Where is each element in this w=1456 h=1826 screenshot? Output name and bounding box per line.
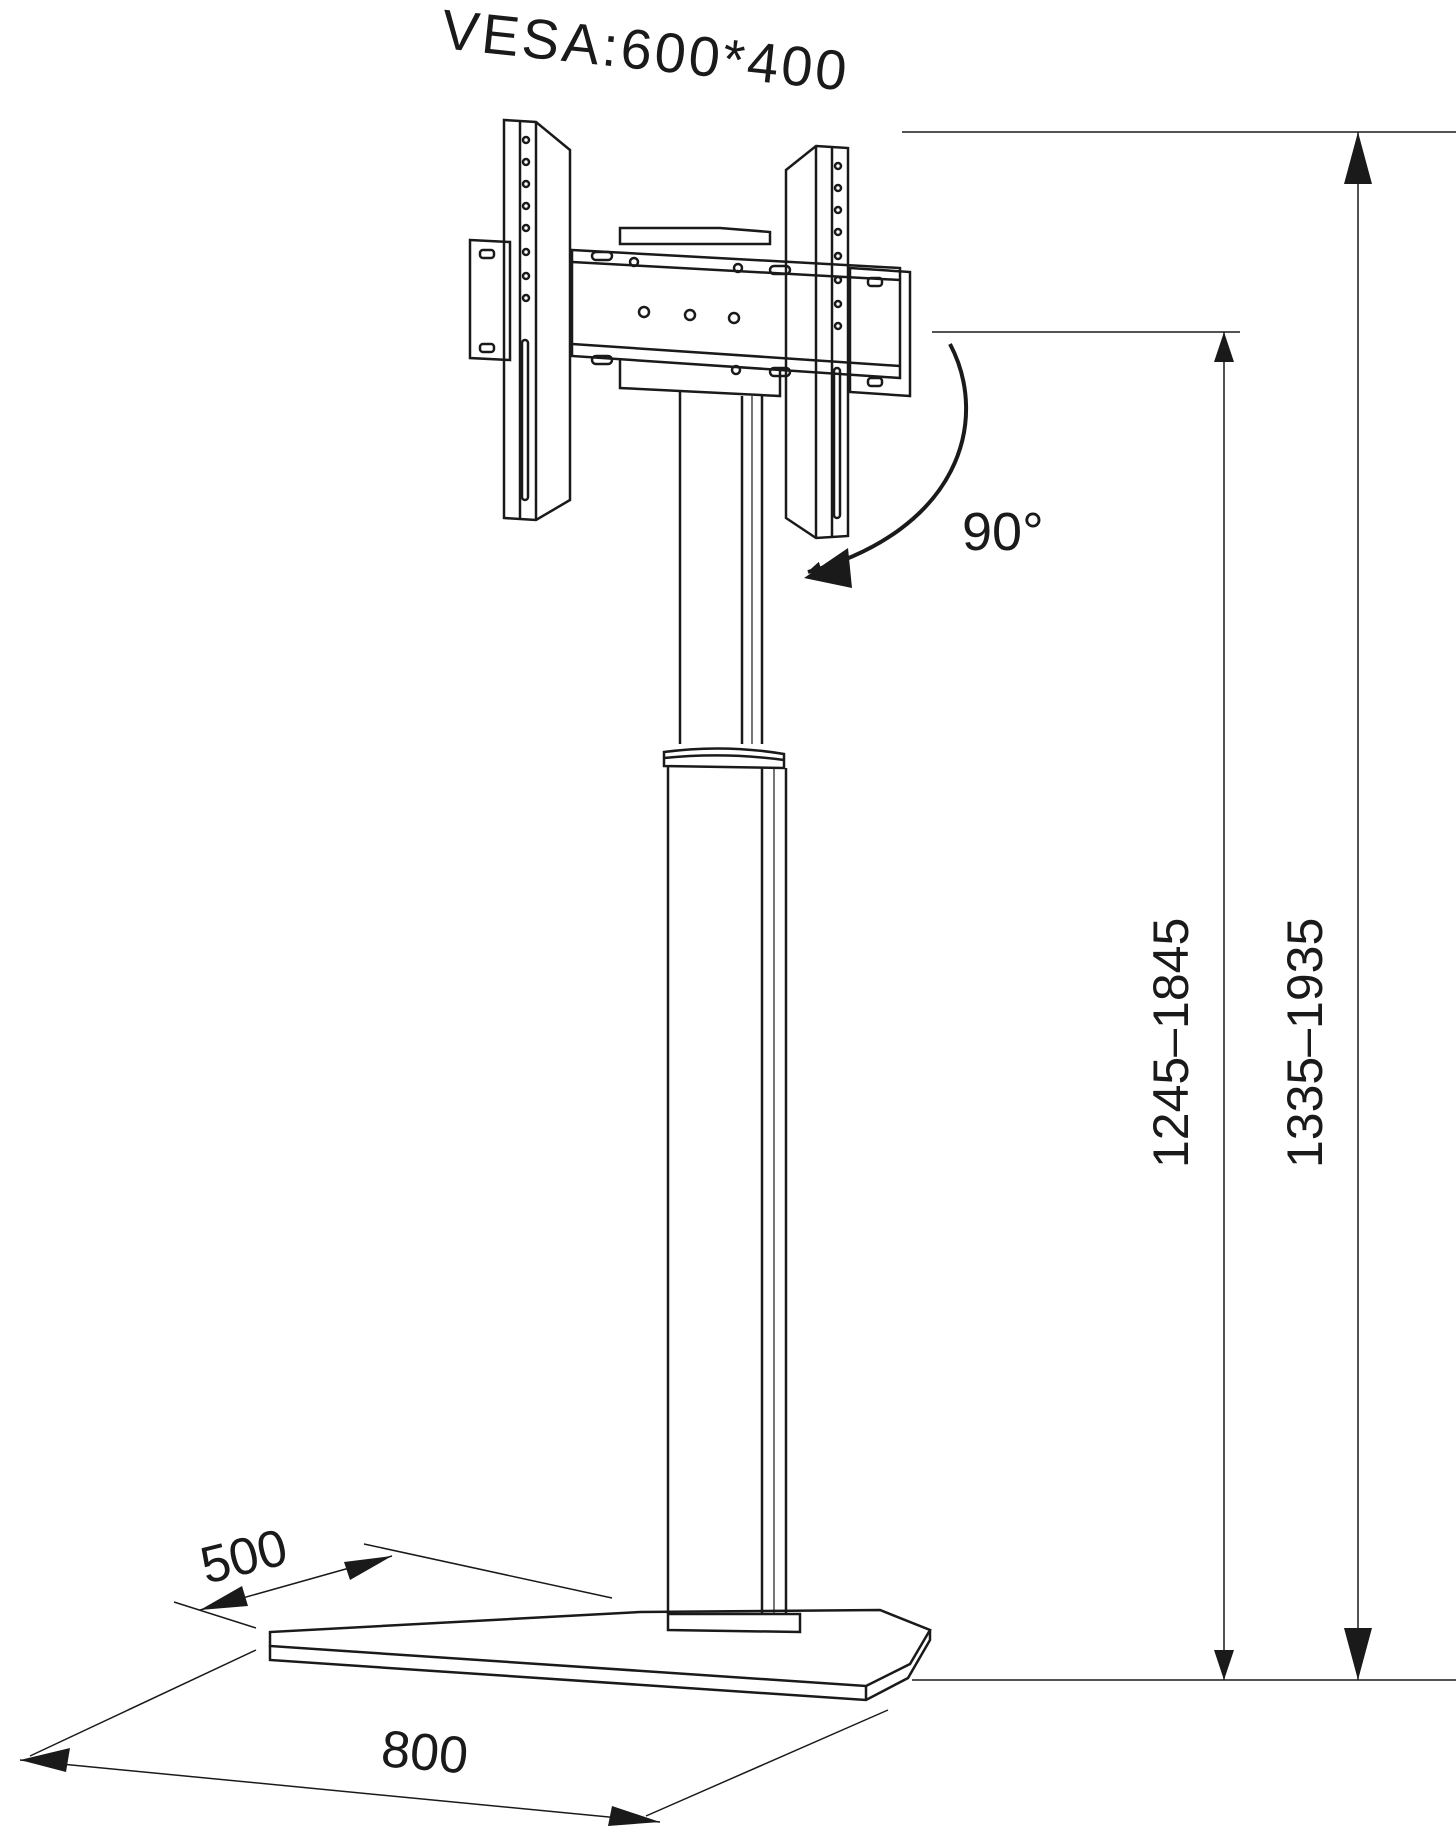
tilt-arc-arrow	[807, 343, 969, 576]
depth-dimension	[173, 1543, 613, 1629]
height-dimension-inner	[932, 331, 1240, 1680]
vesa-bracket	[468, 118, 912, 540]
height-outer-label: 1335–1935	[1277, 918, 1333, 1168]
width-dimension	[19, 1649, 889, 1826]
vesa-label: VESA:600*400	[439, 0, 853, 103]
height-inner-label: 1245–1845	[1143, 918, 1199, 1168]
depth-label: 500	[195, 1518, 293, 1595]
height-dimension-outer	[902, 131, 1456, 1680]
tilt-angle-label: 90°	[962, 502, 1044, 562]
width-label: 800	[379, 1720, 470, 1785]
tilt-arrow-head	[804, 548, 852, 588]
stand-column	[662, 392, 802, 1634]
base-plate	[268, 1608, 932, 1702]
